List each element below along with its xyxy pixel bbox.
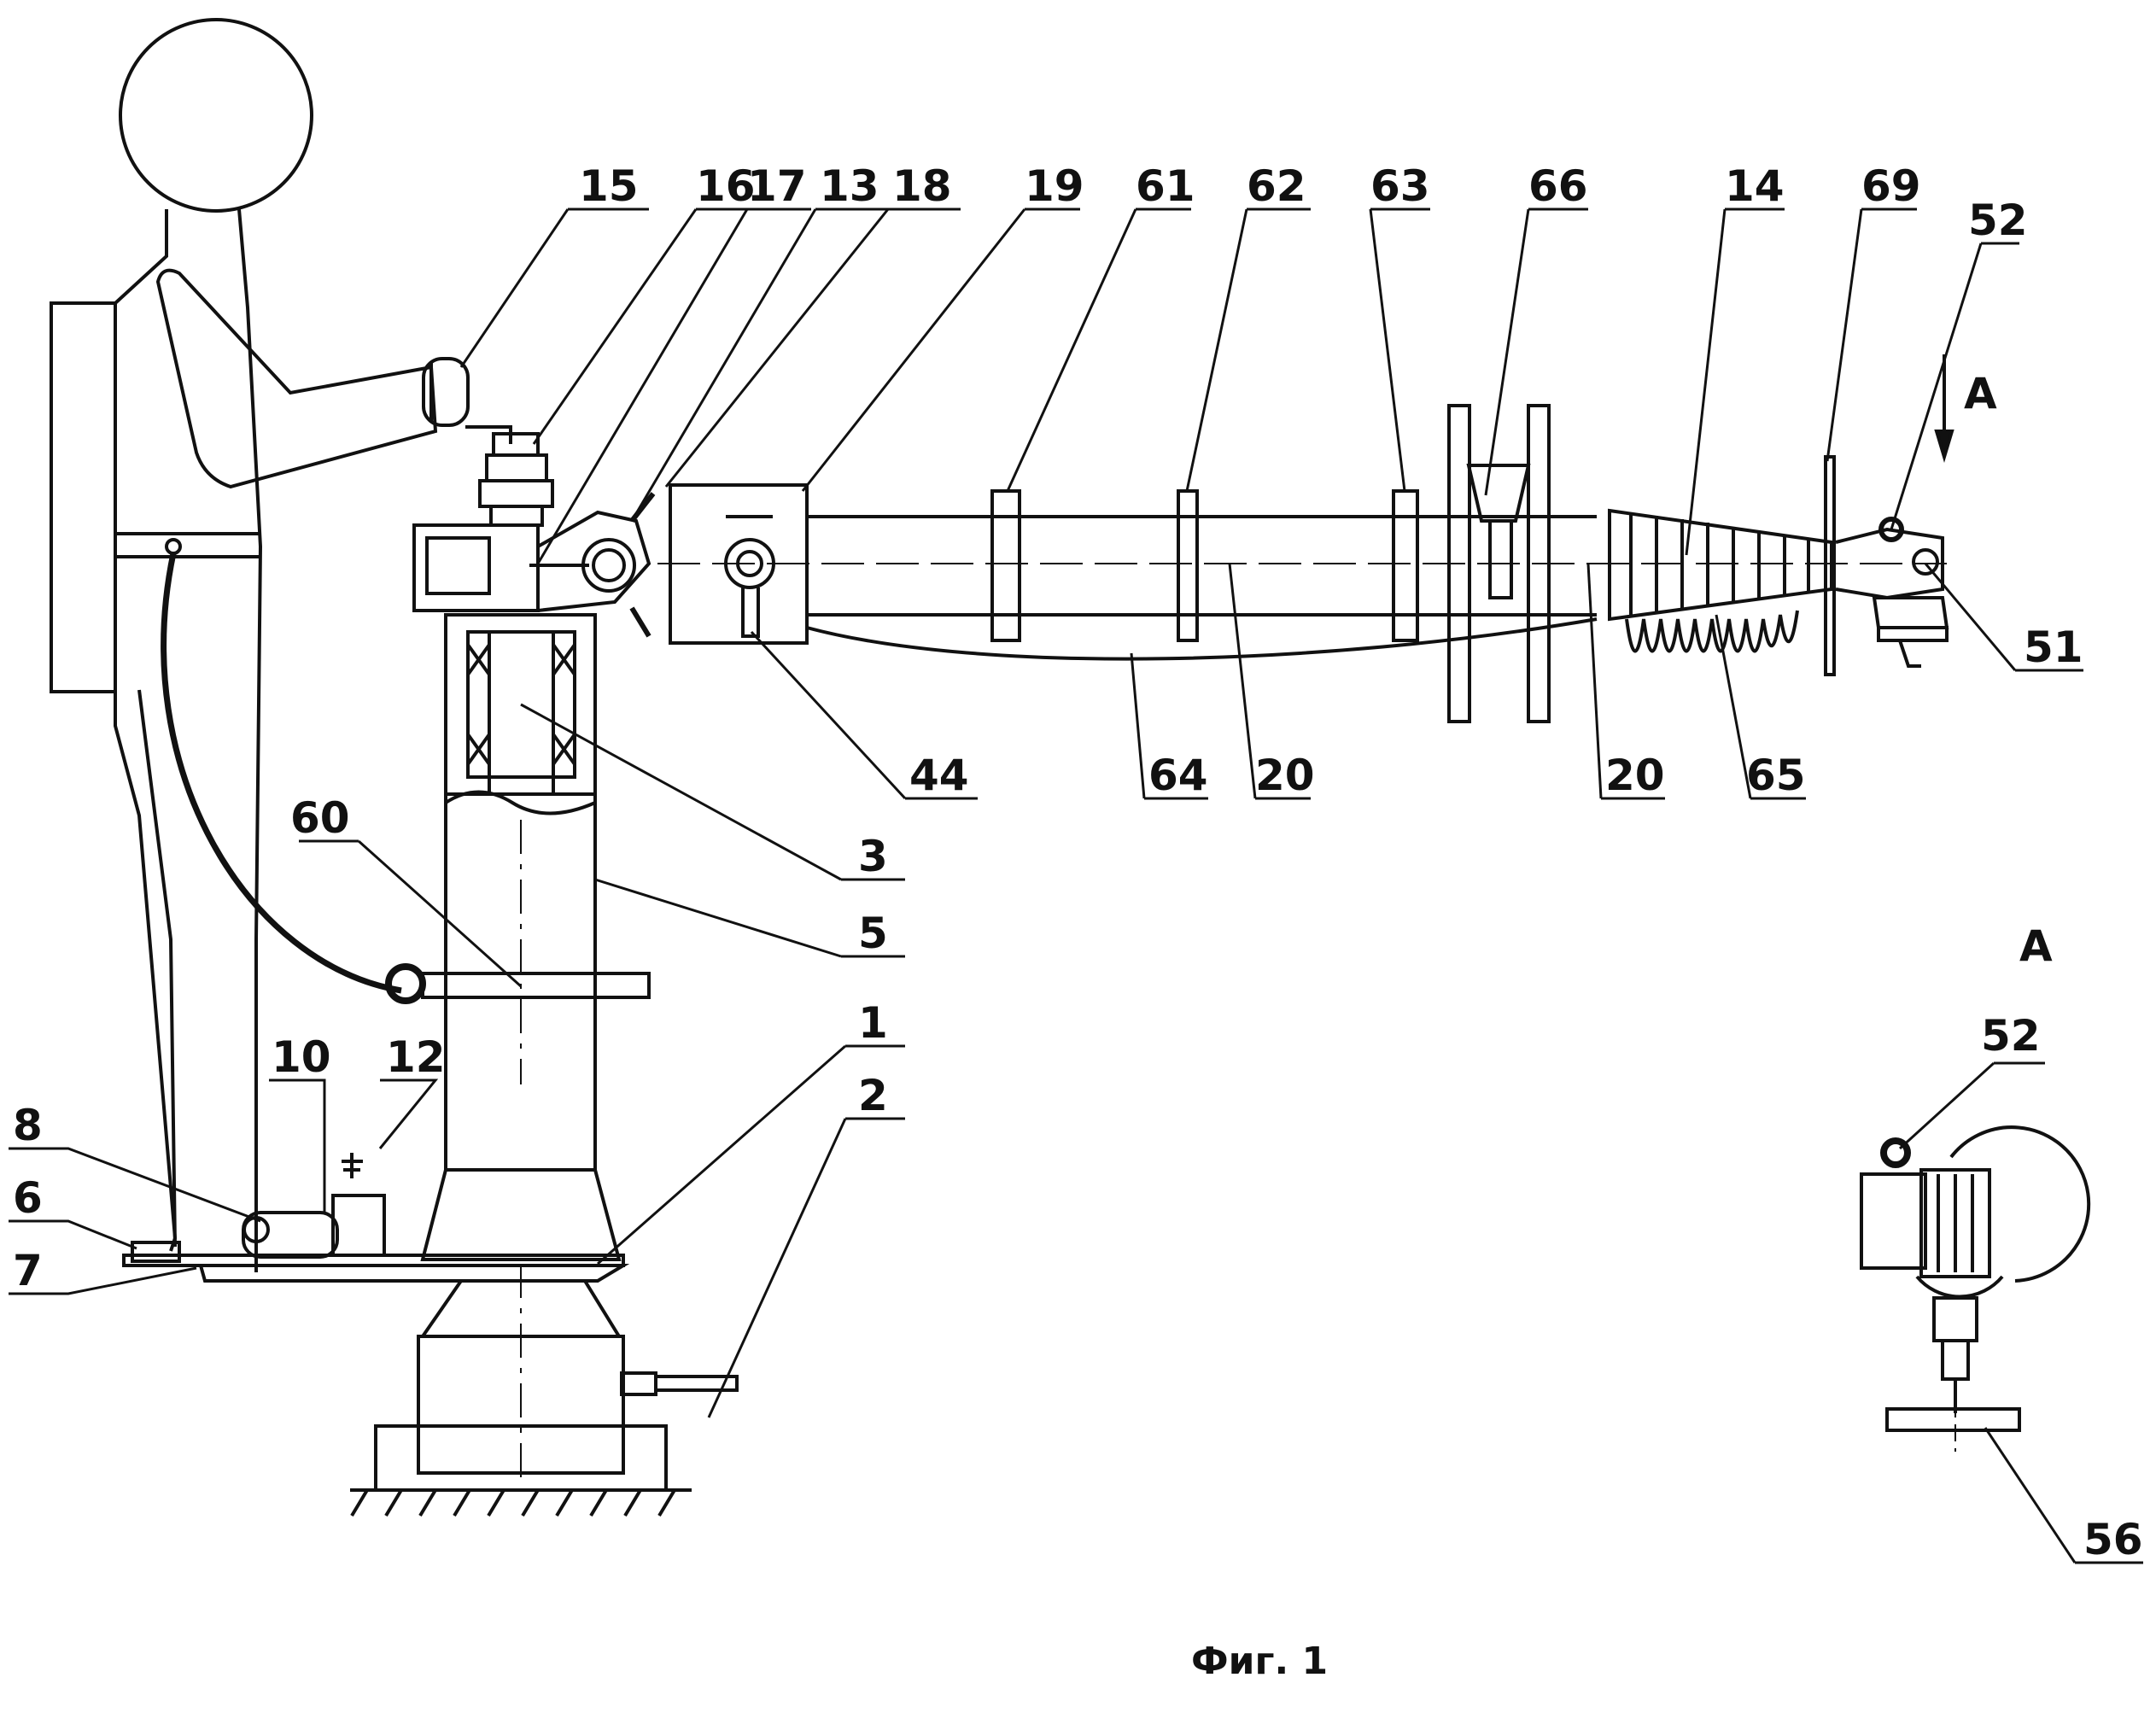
label-65: 65: [1746, 751, 1806, 800]
operator-arm: [158, 271, 435, 487]
label-60: 60: [290, 793, 350, 843]
label-13: 13: [820, 161, 879, 211]
operator-body-front: [239, 209, 260, 1272]
label-63: 63: [1370, 161, 1430, 211]
label-66: 66: [1528, 161, 1588, 211]
label-56: 56: [2083, 1515, 2143, 1564]
label-51: 51: [2024, 623, 2083, 672]
label-69: 69: [1861, 161, 1921, 211]
label-17: 17: [747, 161, 807, 211]
figure-caption: Фиг. 1: [1191, 1640, 1328, 1683]
label-14: 14: [1725, 161, 1785, 211]
label-52-view-a: 52: [1981, 1011, 2041, 1061]
reference-numerals: 15 16 17 13 18 19 61 62 63 66 14 69 52 A…: [13, 161, 2143, 1683]
label-20-left: 20: [1255, 751, 1315, 800]
label-15: 15: [579, 161, 639, 211]
label-44: 44: [909, 751, 969, 800]
label-1: 1: [858, 998, 888, 1048]
label-view-a-arrow: A: [1964, 369, 1997, 418]
label-8: 8: [13, 1101, 43, 1150]
operator-backpack: [51, 303, 115, 692]
label-20-right: 20: [1605, 751, 1665, 800]
label-52: 52: [1968, 196, 2028, 245]
label-view-a-title: A: [2019, 921, 2053, 971]
label-19: 19: [1025, 161, 1084, 211]
label-3: 3: [858, 832, 888, 881]
column-assembly: [124, 427, 737, 1516]
label-62: 62: [1247, 161, 1306, 211]
label-6: 6: [13, 1173, 43, 1223]
view-a-detail: [1861, 1127, 2089, 1452]
control-cable: [164, 553, 401, 991]
boom-arm: [657, 354, 1952, 722]
label-18: 18: [892, 161, 952, 211]
label-61: 61: [1136, 161, 1195, 211]
label-2: 2: [858, 1071, 888, 1120]
label-64: 64: [1148, 751, 1208, 800]
operator-head: [120, 20, 312, 211]
leader-lines: [9, 209, 2143, 1563]
label-10: 10: [272, 1032, 331, 1082]
label-5: 5: [858, 909, 888, 958]
label-12: 12: [386, 1032, 446, 1082]
label-7: 7: [13, 1246, 43, 1295]
operator-figure: [51, 20, 468, 1272]
